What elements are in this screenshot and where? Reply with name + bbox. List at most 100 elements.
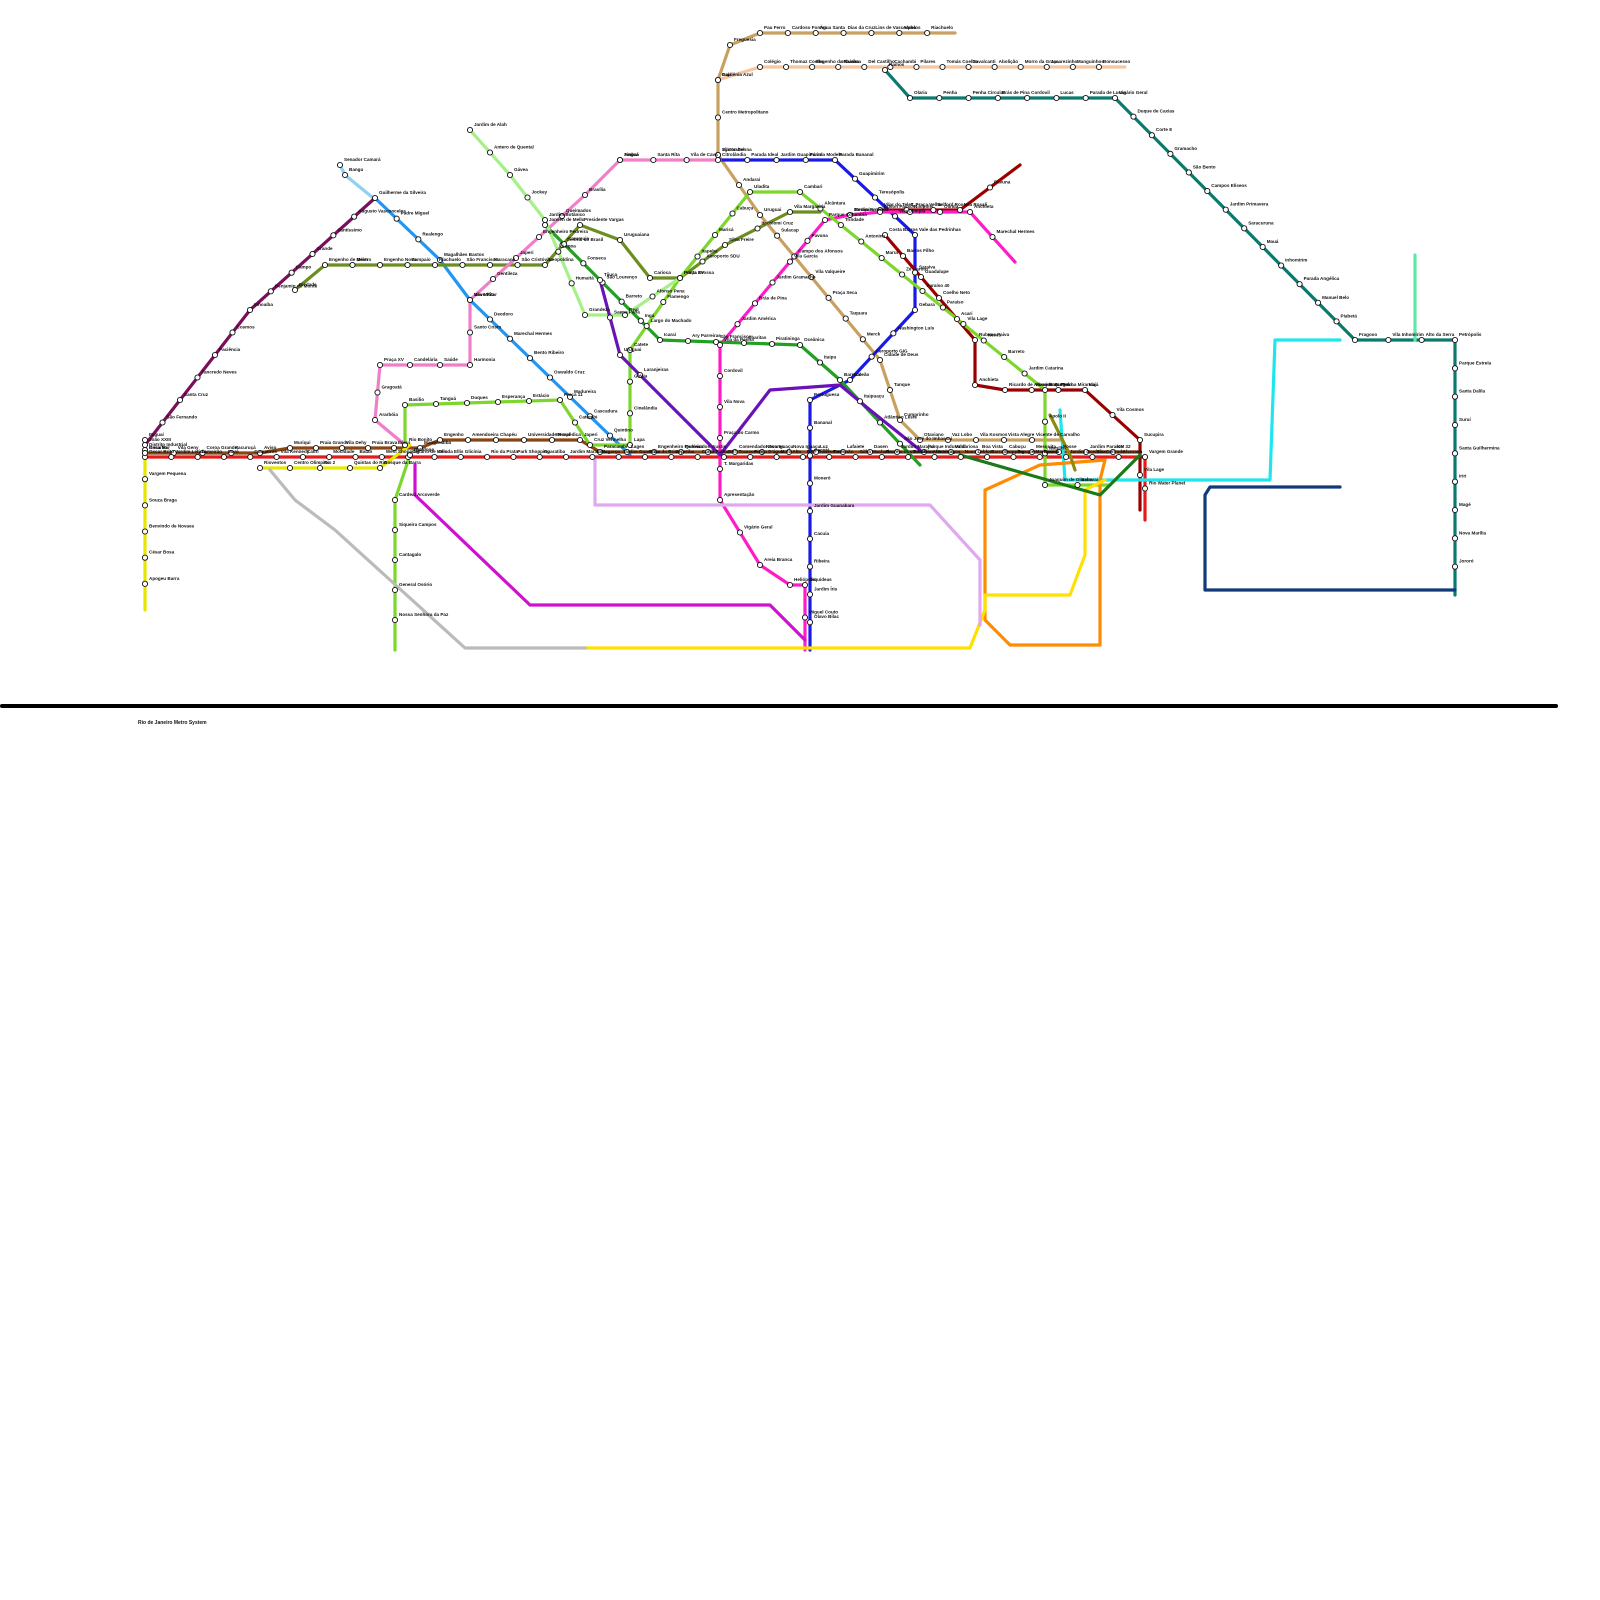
station-marker[interactable] [716, 372, 724, 380]
station-marker[interactable] [623, 448, 631, 456]
station-marker[interactable] [256, 449, 264, 457]
station-marker[interactable] [906, 94, 914, 102]
station-marker[interactable] [401, 441, 409, 449]
station-marker[interactable] [291, 286, 299, 294]
station-marker[interactable] [871, 194, 879, 201]
station-marker[interactable] [791, 253, 798, 260]
station-marker[interactable] [966, 208, 974, 216]
station-marker[interactable] [571, 419, 579, 426]
station-marker[interactable] [1000, 436, 1008, 444]
station-marker[interactable] [436, 361, 444, 369]
station-marker[interactable] [729, 210, 736, 217]
station-marker[interactable] [861, 63, 868, 71]
station-marker[interactable] [817, 205, 824, 212]
station-marker[interactable] [866, 448, 874, 456]
station-marker[interactable] [989, 233, 996, 241]
station-marker[interactable] [1053, 94, 1060, 102]
station-marker[interactable] [541, 221, 549, 229]
station-marker[interactable] [525, 397, 533, 405]
station-marker[interactable] [734, 321, 741, 328]
station-marker[interactable] [704, 448, 712, 456]
station-marker[interactable] [806, 508, 814, 515]
station-marker[interactable] [1024, 94, 1031, 102]
station-marker[interactable] [891, 213, 899, 220]
station-marker[interactable] [393, 215, 400, 222]
station-marker[interactable] [714, 114, 722, 121]
station-marker[interactable] [1259, 243, 1266, 250]
station-marker[interactable] [786, 581, 794, 589]
station-marker[interactable] [756, 63, 764, 71]
station-marker[interactable] [401, 401, 409, 409]
station-marker[interactable] [876, 208, 884, 216]
station-marker[interactable] [1041, 418, 1049, 425]
station-marker[interactable] [716, 434, 724, 442]
station-marker[interactable] [972, 436, 980, 444]
station-marker[interactable] [1278, 262, 1285, 269]
station-marker[interactable] [1167, 150, 1174, 157]
station-marker[interactable] [1451, 535, 1459, 542]
station-marker[interactable] [194, 453, 201, 461]
station-marker[interactable] [660, 298, 667, 306]
station-marker[interactable] [852, 453, 859, 461]
station-marker[interactable] [267, 288, 274, 295]
station-marker[interactable] [911, 231, 919, 239]
station-marker[interactable] [808, 274, 815, 281]
station-marker[interactable] [917, 273, 925, 281]
station-marker[interactable] [773, 156, 780, 164]
station-marker[interactable] [821, 216, 829, 224]
station-marker[interactable] [804, 237, 811, 244]
station-marker[interactable] [1028, 436, 1036, 444]
station-marker[interactable] [754, 225, 761, 232]
station-marker[interactable] [432, 400, 440, 408]
station-marker[interactable] [626, 441, 634, 449]
station-marker[interactable] [494, 398, 502, 406]
station-marker[interactable] [809, 63, 816, 71]
station-marker[interactable] [806, 480, 814, 487]
station-marker[interactable] [839, 448, 847, 456]
station-marker[interactable] [338, 444, 346, 452]
station-marker[interactable] [920, 448, 928, 456]
station-marker[interactable] [1055, 386, 1062, 394]
station-marker[interactable] [1115, 453, 1122, 461]
station-marker[interactable] [548, 436, 556, 444]
station-marker[interactable] [796, 188, 804, 196]
station-marker[interactable] [1001, 386, 1009, 394]
station-marker[interactable] [899, 271, 906, 278]
station-marker[interactable] [1109, 411, 1116, 419]
station-marker[interactable] [1130, 113, 1137, 120]
station-marker[interactable] [466, 329, 474, 336]
station-marker[interactable] [826, 453, 833, 461]
station-marker[interactable] [893, 448, 901, 456]
station-marker[interactable] [683, 156, 690, 164]
station-marker[interactable] [1451, 478, 1459, 485]
station-marker[interactable] [391, 616, 399, 624]
station-marker[interactable] [837, 221, 844, 229]
station-marker[interactable] [273, 453, 280, 461]
station-marker[interactable] [466, 361, 474, 369]
station-marker[interactable] [971, 336, 979, 344]
station-marker[interactable] [936, 94, 943, 102]
station-marker[interactable] [326, 453, 333, 461]
station-marker[interactable] [994, 94, 1001, 102]
station-marker[interactable] [836, 376, 844, 384]
station-marker[interactable] [524, 194, 531, 201]
station-marker[interactable] [868, 353, 875, 360]
station-marker[interactable] [374, 389, 381, 396]
station-marker[interactable] [1001, 448, 1009, 456]
station-marker[interactable] [1089, 453, 1096, 461]
station-marker[interactable] [668, 453, 675, 461]
station-marker[interactable] [911, 306, 919, 314]
station-marker[interactable] [510, 453, 517, 461]
station-marker[interactable] [1111, 94, 1119, 102]
station-marker[interactable] [881, 66, 889, 74]
station-marker[interactable] [247, 453, 254, 461]
station-marker[interactable] [1082, 94, 1089, 102]
station-marker[interactable] [714, 76, 722, 84]
station-marker[interactable] [299, 453, 306, 461]
station-marker[interactable] [364, 444, 372, 452]
station-marker[interactable] [890, 330, 897, 337]
station-marker[interactable] [1136, 436, 1144, 444]
station-marker[interactable] [965, 94, 972, 102]
station-marker[interactable] [1136, 471, 1144, 479]
station-marker[interactable] [936, 208, 944, 216]
